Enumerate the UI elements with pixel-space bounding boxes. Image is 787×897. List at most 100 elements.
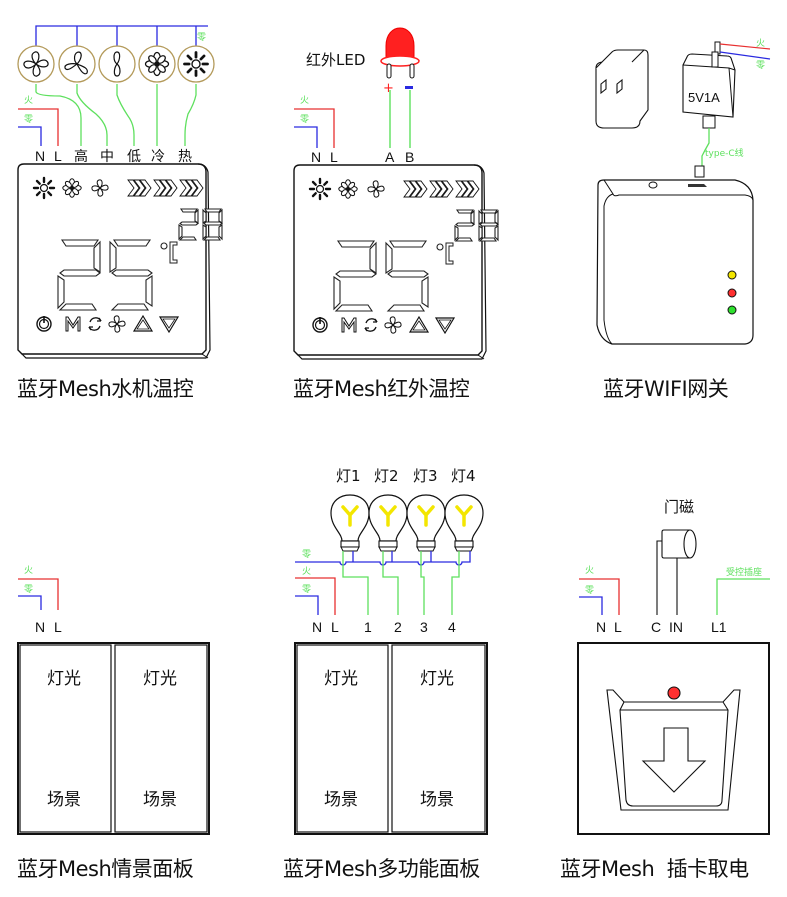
door-sensor-label: 门磁 [664,498,694,516]
led-minus-mark [405,86,413,89]
status-led-icon [667,686,681,700]
lamp-3-label: 灯3 [413,467,438,485]
terminal-l: L [330,149,338,165]
live-label: 火 [24,95,33,106]
neutral-label: 零 [585,585,594,596]
bulb-2-icon [367,493,409,553]
button-bottom-label: 场景 [47,790,81,810]
neutral-wire [18,595,42,610]
lamp-signal-wires [342,551,460,615]
led-plus-label: + [383,81,394,96]
card-switch-diagram: 门磁 火 零 受控插座 N L C IN L1 [577,498,770,835]
live-wire [579,578,620,615]
neutral-wire [18,126,42,146]
terminal-heat: 热 [178,148,192,164]
terminal-in: IN [669,619,683,635]
power-plug-icon [595,49,649,129]
live-label: 火 [585,565,594,576]
indicator-yellow-icon [727,270,737,280]
terminal-1: 1 [364,619,372,635]
cool-icon [138,45,176,83]
door-sensor-c-wire [656,540,662,615]
terminal-cool: 冷 [151,148,165,164]
terminal-l: L [54,148,62,164]
thermostat-panel [294,165,498,359]
terminal-4: 4 [448,619,456,635]
terminal-n: N [311,149,321,165]
caption-ir-thermostat: 蓝牙Mesh红外温控 [293,377,470,401]
button-top-label: 灯光 [324,669,358,689]
neutral-wire [719,51,771,60]
fan-low-icon [98,45,136,83]
live-wire [18,578,59,610]
caption-scene-panel: 蓝牙Mesh情景面板 [17,857,194,881]
neutral-wire [294,126,318,148]
live-wire [719,43,771,50]
button-bottom-label: 场景 [420,790,454,810]
button-bottom-label: 场景 [143,790,177,810]
lamp-4-label: 灯4 [451,467,476,485]
controlled-socket-wire [716,578,770,615]
bulb-4-icon [443,493,485,553]
ir-led-label: 红外LED [306,51,365,69]
button-top-label: 灯光 [420,669,454,689]
live-label: 火 [756,38,765,49]
indicator-red-icon [727,288,737,298]
power-adapter: 5V1A [682,41,736,129]
bulb-3-icon [405,493,447,553]
scene-button-1[interactable]: 灯光 场景 [19,644,112,833]
neutral-bus-wire [295,551,471,566]
multi-button-1[interactable]: 灯光 场景 [296,644,389,833]
neutral-label: 零 [24,114,33,125]
neutral-label: 零 [302,584,311,595]
live-label: 火 [24,565,33,576]
indicator-green-icon [727,305,737,315]
wifi-gateway-diagram: 5V1A 火 零 type-C线 [595,38,771,345]
caption-multi-panel: 蓝牙Mesh多功能面板 [283,857,480,881]
neutral-wire [579,596,603,615]
terminal-l: L [331,619,339,635]
button-top-label: 灯光 [47,669,81,689]
live-label: 火 [300,95,309,106]
caption-water-thermostat: 蓝牙Mesh水机温控 [17,377,194,401]
scene-button-2[interactable]: 灯光 场景 [114,644,208,833]
terminal-high: 高 [74,148,88,164]
live-wire [295,577,336,615]
terminal-l: L [614,619,622,635]
live-label: 火 [302,566,311,577]
terminal-l: L [54,619,62,635]
thermostat-panel [18,164,222,358]
terminal-c: C [651,619,661,635]
fan-high-icon [17,45,55,83]
multi-panel-diagram: 灯1 灯2 灯3 灯4 零 火 零 N L 1 2 3 4 灯 [294,467,488,835]
live-wire [18,108,59,146]
neutral-label: 零 [300,114,309,125]
controlled-socket-label: 受控插座 [726,566,762,578]
typec-label: type-C线 [705,147,744,159]
fan-mid-icon [58,45,96,83]
adapter-rating: 5V1A [688,90,720,105]
neutral-wire [295,595,319,615]
neutral-bus-wire [35,25,208,47]
terminal-low: 低 [127,148,141,164]
ir-led-icon [380,27,420,79]
signal-wires [35,84,197,146]
terminal-n: N [35,148,45,164]
bulb-1-icon [329,493,371,553]
multi-button-2[interactable]: 灯光 场景 [391,644,486,833]
terminal-n: N [35,619,45,635]
terminal-l1: L1 [711,619,727,635]
neutral-label: 零 [24,584,33,595]
live-wire [294,108,335,148]
water-thermostat-diagram: 零 [17,25,222,358]
neutral-label: 零 [197,32,206,43]
terminal-b: B [405,149,414,165]
terminal-2: 2 [394,619,402,635]
terminal-n: N [312,619,322,635]
scene-panel-diagram: 火 零 N L 灯光 场景 灯光 场景 [17,565,210,835]
button-top-label: 灯光 [143,669,177,689]
neutral-label: 零 [756,60,765,71]
door-sensor-icon [661,529,697,559]
gateway-box [596,179,754,345]
